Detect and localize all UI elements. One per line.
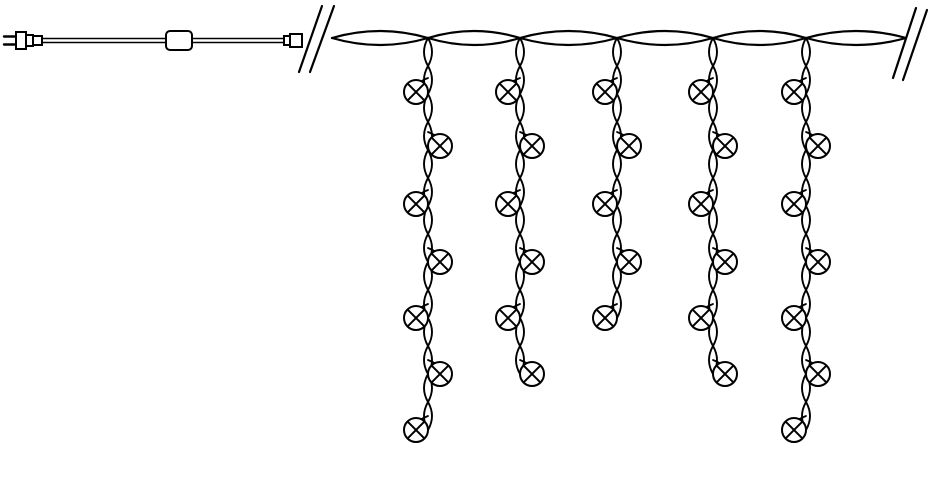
- lamp-symbol-icon: [805, 133, 831, 159]
- main-wire-strand: [426, 36, 522, 47]
- main-wire-strand: [615, 29, 715, 40]
- lamp-symbol-icon: [781, 417, 807, 443]
- lamp-symbol-icon: [688, 79, 714, 105]
- main-wire-strand: [330, 36, 430, 47]
- main-wire-strand: [711, 29, 808, 40]
- light-drops: [403, 37, 831, 443]
- main-wire-strand: [426, 29, 522, 40]
- lamp-symbol-icon: [427, 133, 453, 159]
- lamp-symbol-icon: [403, 191, 429, 217]
- lamp-symbol-icon: [403, 79, 429, 105]
- main-wire-strand: [804, 29, 908, 40]
- main-wire-strand: [615, 36, 715, 47]
- lamp-symbol-icon: [403, 417, 429, 443]
- lamp-symbol-icon: [519, 133, 545, 159]
- light-drop: [592, 37, 642, 331]
- lamp-symbol-icon: [712, 133, 738, 159]
- main-wire-strand: [518, 36, 619, 47]
- lamp-symbol-icon: [495, 79, 521, 105]
- lamp-symbol-icon: [805, 361, 831, 387]
- light-drop: [403, 37, 453, 443]
- main-wire-strand: [804, 36, 908, 47]
- main-wire-strand: [518, 29, 619, 40]
- lamp-symbol-icon: [781, 191, 807, 217]
- connector-plug: [283, 33, 303, 48]
- lamp-symbol-icon: [427, 249, 453, 275]
- lamp-symbol-icon: [688, 191, 714, 217]
- main-wire-strand: [711, 36, 808, 47]
- lamp-symbol-icon: [495, 191, 521, 217]
- lamp-symbol-icon: [616, 249, 642, 275]
- lamp-symbol-icon: [403, 305, 429, 331]
- lamp-symbol-icon: [592, 305, 618, 331]
- lamp-symbol-icon: [781, 79, 807, 105]
- lamp-symbol-icon: [495, 305, 521, 331]
- lamp-symbol-icon: [592, 191, 618, 217]
- lamp-symbol-icon: [688, 305, 714, 331]
- main-wire: [330, 29, 908, 47]
- light-drop: [495, 37, 545, 387]
- drop-wire-strand: [612, 37, 622, 319]
- light-drop: [688, 37, 738, 387]
- plug-icon: [2, 31, 43, 50]
- left-break-marks: [297, 4, 336, 74]
- lamp-symbol-icon: [519, 361, 545, 387]
- lamp-symbol-icon: [592, 79, 618, 105]
- power-cord: [42, 37, 284, 44]
- main-wire-strand: [330, 29, 430, 40]
- lamp-symbol-icon: [519, 249, 545, 275]
- lamp-symbol-icon: [781, 305, 807, 331]
- lamp-symbol-icon: [427, 361, 453, 387]
- adapter-box: [165, 30, 193, 51]
- lamp-symbol-icon: [805, 249, 831, 275]
- lamp-symbol-icon: [712, 361, 738, 387]
- right-break-marks: [891, 6, 929, 82]
- lamp-symbol-icon: [712, 249, 738, 275]
- light-drop: [781, 37, 831, 443]
- lamp-symbol-icon: [616, 133, 642, 159]
